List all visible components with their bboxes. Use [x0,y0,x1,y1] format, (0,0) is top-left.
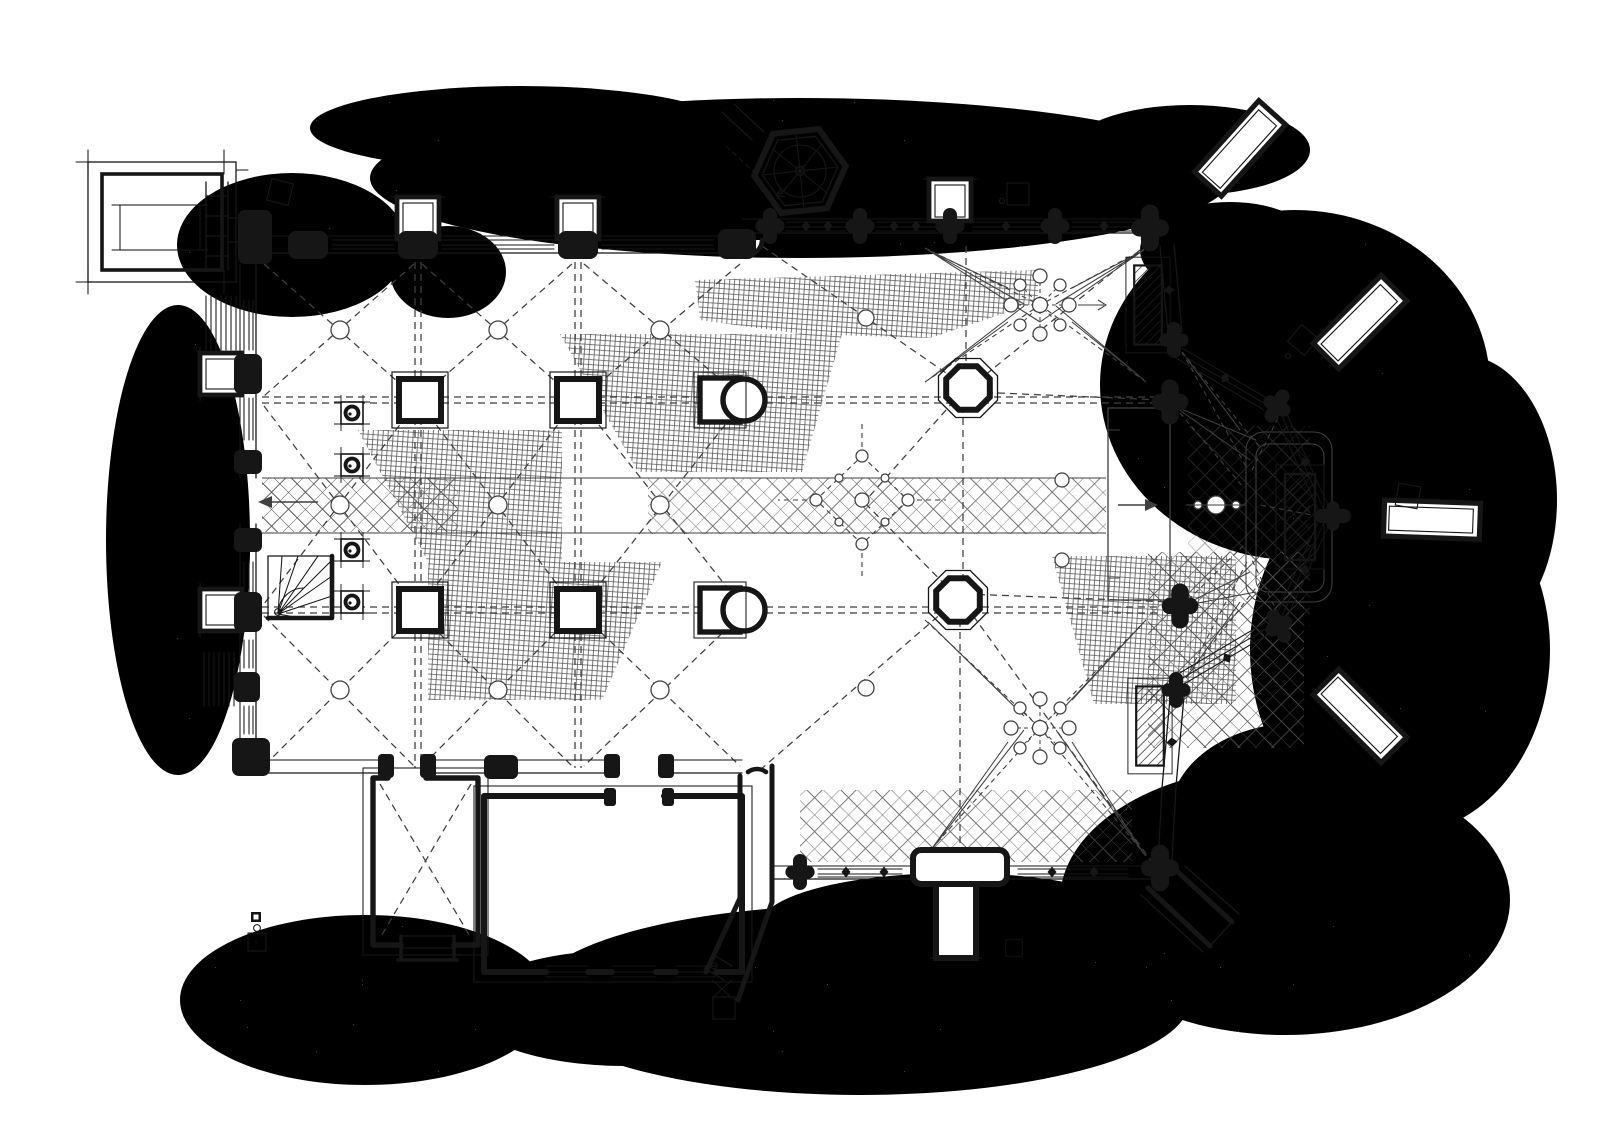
site-marker-symbols [247,178,1422,1020]
north-chapel-east-wall [1159,243,1183,335]
west-exterior-steps [203,295,237,707]
sacristy [473,785,753,983]
choir-south-windows [817,868,1129,878]
stair-turret [750,125,850,217]
nave-north-wall [261,197,743,254]
choir-vault-net [759,241,1173,863]
vault-lozenge [778,420,946,580]
annex-room-steps [396,934,459,962]
annex-room-vault [379,783,472,939]
direction-arrows [258,496,1158,511]
marker-north [998,182,1030,206]
nave-north-windows [331,239,715,250]
nave-compound-piers [693,371,768,639]
se-passage [1140,865,1240,953]
turret-buttress [721,103,765,175]
northwest-annex [75,149,249,295]
choir-south-wall [773,847,1153,961]
nave-wall-piers [232,210,756,806]
survey-marker-group [247,912,267,952]
south-chapel-vault [924,619,1147,857]
lattice-paving [262,426,1310,862]
marker-ne [1284,323,1320,360]
nave-west-windows [243,299,254,735]
nave-vault-diagonals [263,263,741,767]
nave-west-wall [200,263,257,757]
sacristy-south-windows [545,965,717,978]
piers-and-pillars [232,204,1351,892]
south-tau-buttress [910,847,1010,961]
chancel-platform [1107,407,1171,601]
north-chapel-vault [924,247,1147,383]
spiral-stair [265,553,335,621]
